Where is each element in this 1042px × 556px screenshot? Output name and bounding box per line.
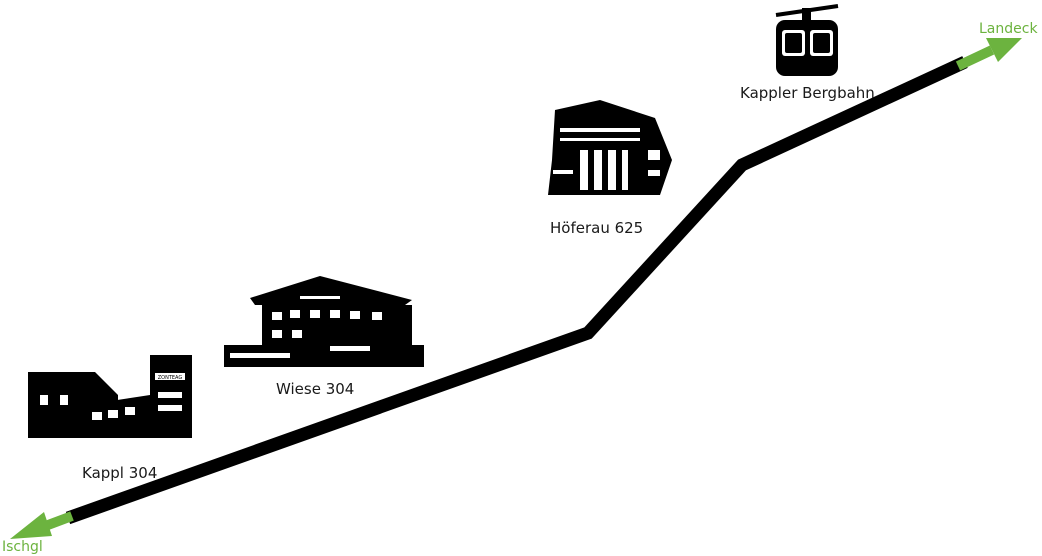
wiese-hotel-icon bbox=[224, 276, 424, 367]
arrow-ischgl-icon bbox=[10, 511, 74, 539]
kappl-building-icon: ZONTEAG bbox=[28, 355, 192, 438]
destination-label-landeck: Landeck bbox=[979, 21, 1038, 37]
cable-car-icon bbox=[775, 4, 839, 76]
stop-label-kappl: Kappl 304 bbox=[82, 464, 158, 482]
hoeferau-building-icon bbox=[548, 100, 672, 195]
stop-label-hoeferau: Höferau 625 bbox=[550, 219, 644, 237]
destination-label-ischgl: Ischgl bbox=[2, 539, 43, 555]
arrow-landeck-icon bbox=[955, 38, 1022, 71]
building-sign-text: ZONTEAG bbox=[158, 375, 183, 381]
stop-label-bergbahn: Kappler Bergbahn bbox=[740, 84, 875, 102]
stop-label-wiese: Wiese 304 bbox=[276, 380, 355, 398]
route-line bbox=[65, 56, 968, 525]
